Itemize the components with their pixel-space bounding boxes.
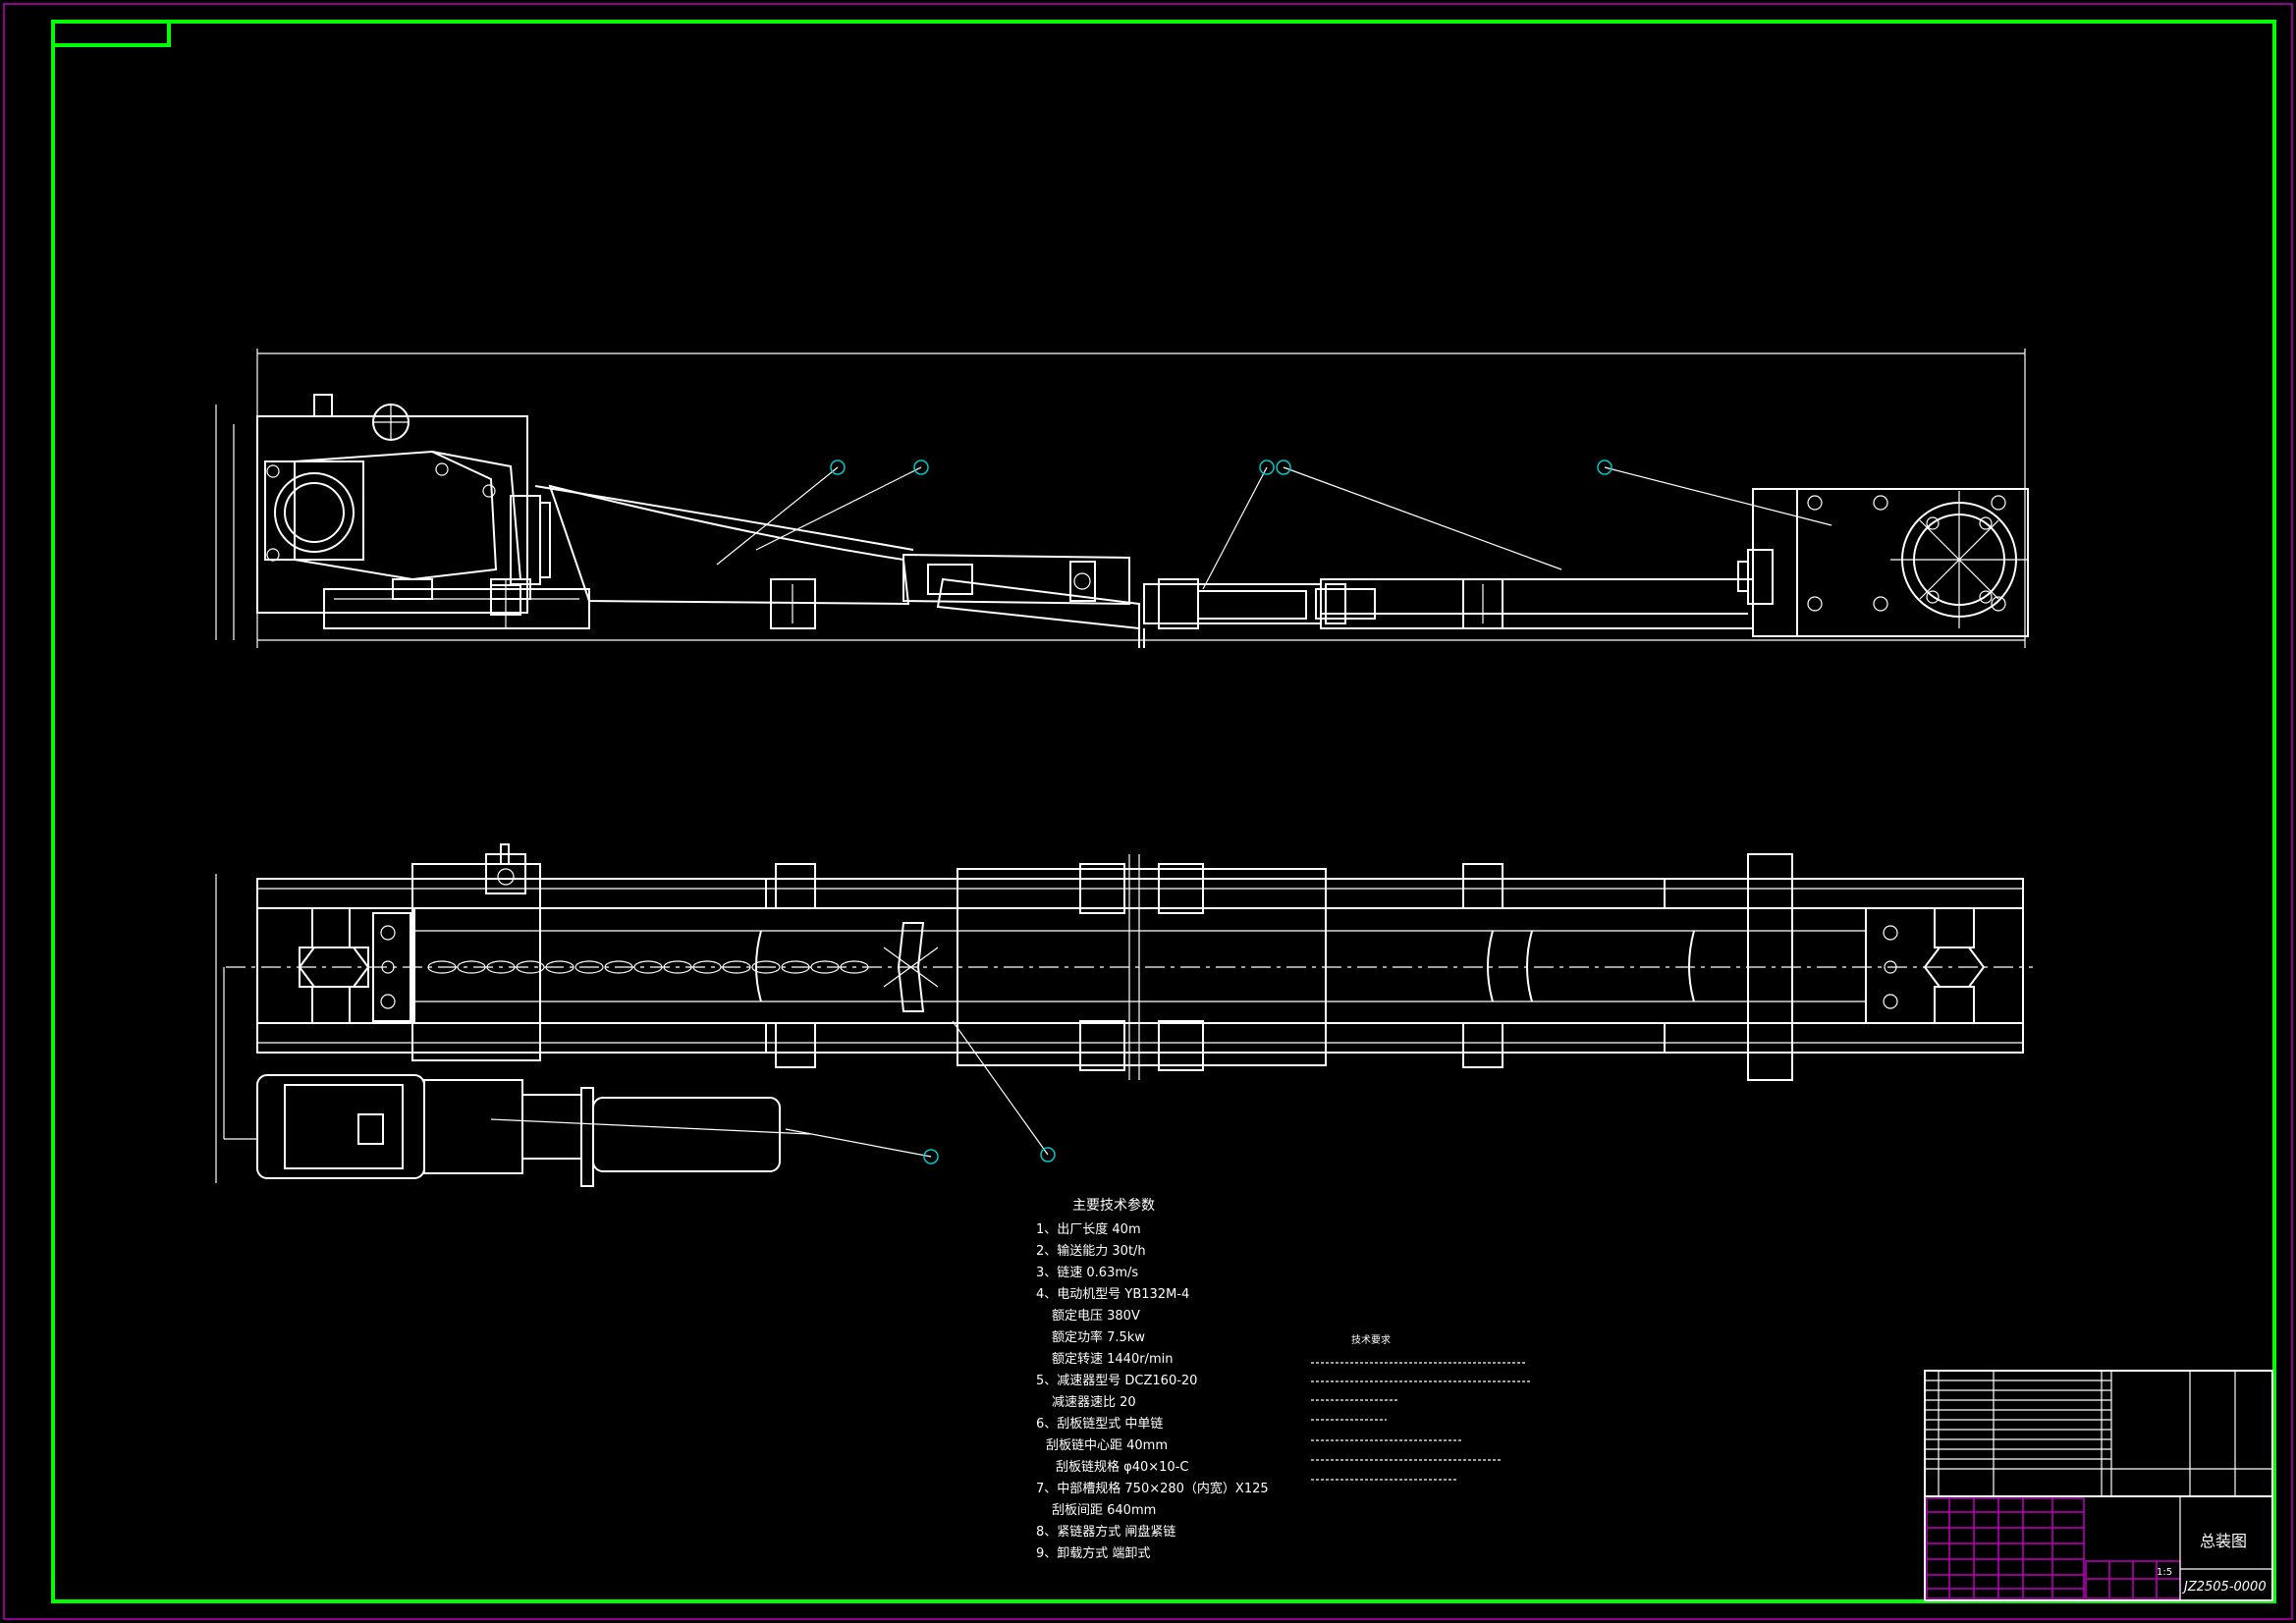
- spec-item: 额定功率 7.5kw: [1052, 1329, 1145, 1345]
- spec-item: 7、中部槽规格 750×280（内宽）X125: [1036, 1481, 1269, 1496]
- parts-list: [1924, 1370, 2273, 1497]
- tech-req-title: 技术要求: [1351, 1333, 1391, 1346]
- spec-item: 额定电压 380V: [1052, 1309, 1140, 1324]
- outer-border: [3, 3, 2293, 1620]
- spec-item: 2、输送能力 30t/h: [1036, 1243, 1146, 1259]
- drawing-frame: [51, 20, 2276, 1603]
- spec-item: 额定转速 1440r/min: [1052, 1352, 1173, 1367]
- spec-item: 3、链速 0.63m/s: [1036, 1266, 1138, 1280]
- spec-title: 主要技术参数: [1072, 1197, 1155, 1214]
- spec-item: 8、紧链器方式 闸盘紧链: [1036, 1524, 1175, 1540]
- spec-item: 6、刮板链型式 中单链: [1036, 1417, 1163, 1432]
- spec-item: 刮板间距 640mm: [1052, 1503, 1156, 1518]
- spec-item: 4、电动机型号 YB132M-4: [1036, 1287, 1189, 1302]
- frame-corner-tab: [51, 20, 171, 47]
- elevation-view: [215, 349, 2029, 648]
- spec-block: 主要技术参数 1、出厂长度 40m 2、输送能力 30t/h 3、链速 0.63…: [1036, 1197, 1269, 1561]
- plan-view: [215, 843, 2033, 1187]
- technical-requirements: 技术要求: [1311, 1333, 1532, 1481]
- spec-item: 减速器速比 20: [1052, 1395, 1136, 1410]
- spec-item: 5、减速器型号 DCZ160-20: [1036, 1374, 1197, 1388]
- spec-item: 刮板链中心距 40mm: [1046, 1438, 1168, 1453]
- drawing-number: JZ2505-0000: [2181, 1580, 2267, 1595]
- scraper-chain: [427, 922, 939, 1012]
- drawing-name: 总装图: [2200, 1532, 2247, 1550]
- drawing-scale: 1:5: [2157, 1567, 2172, 1578]
- spec-item: 刮板链规格 φ40×10-C: [1056, 1459, 1188, 1475]
- spec-item: 9、卸载方式 端卸式: [1036, 1545, 1150, 1561]
- spec-item: 1、出厂长度 40m: [1036, 1221, 1141, 1237]
- title-block: 总装图 1:5 JZ2505-0000: [1924, 1495, 2273, 1601]
